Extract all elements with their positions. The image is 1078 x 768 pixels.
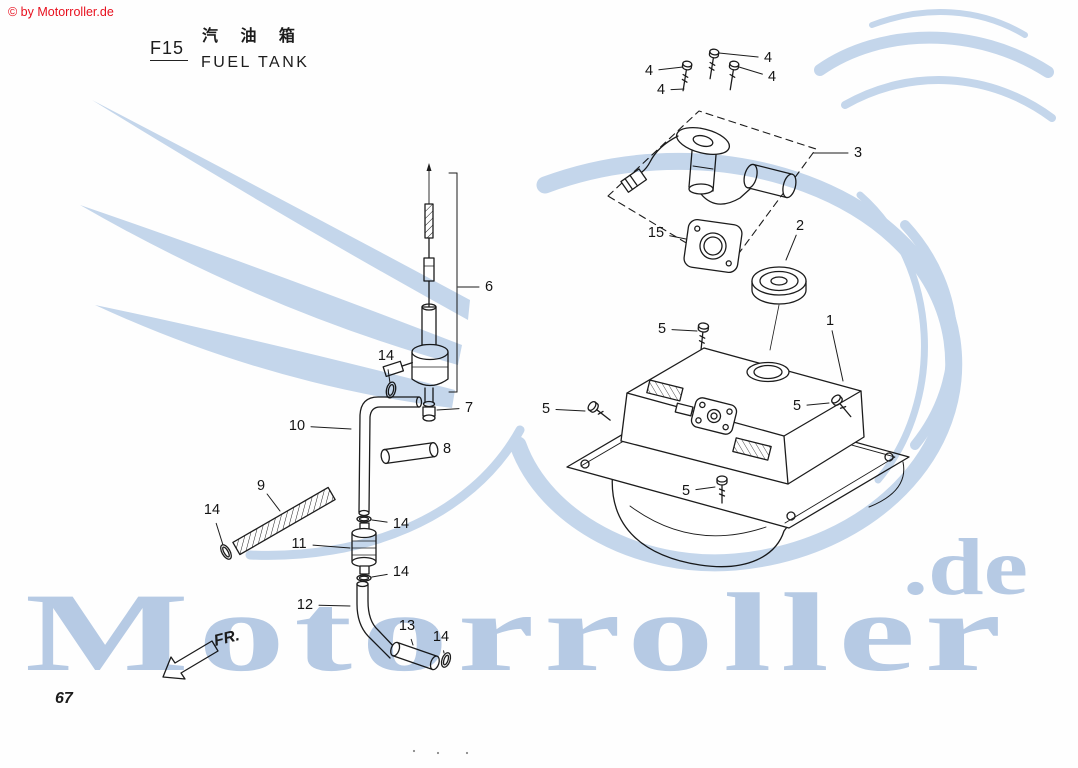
part-5-bolt-d	[716, 475, 728, 504]
leader-line-7	[436, 408, 460, 411]
part-4-screws	[681, 48, 740, 92]
part-14-clamp-b	[220, 544, 232, 560]
watermark-graphic	[80, 9, 1056, 572]
leader-line-4	[718, 52, 759, 58]
leader-line-15	[669, 235, 687, 240]
leader-line-5	[806, 402, 830, 406]
watermark-text: Motorroller	[25, 571, 1011, 695]
part-12-hose	[356, 580, 398, 659]
part-1-fuel-tank	[566, 347, 910, 568]
part-2-fuel-cap	[751, 266, 807, 351]
part-9-braided-hose	[232, 486, 336, 556]
part-8-tube	[380, 442, 439, 465]
leader-line-12	[318, 604, 351, 607]
part-10-hose	[358, 396, 423, 517]
part-3-fuel-sender	[620, 126, 797, 205]
leader-line-5	[695, 486, 716, 491]
scan-dots	[412, 749, 469, 755]
part-11-fuel-filter	[351, 522, 377, 575]
leader-line-9	[266, 493, 281, 512]
leader-line-10	[310, 426, 352, 430]
page-number: 67	[55, 690, 73, 707]
leader-line-4	[658, 66, 684, 71]
leader-line-5	[555, 409, 586, 412]
title-english: FUEL TANK	[201, 54, 310, 71]
leader-line-13	[410, 638, 414, 646]
leader-line-14	[371, 519, 388, 523]
leader-lines	[215, 52, 849, 654]
watermark-suffix-text: .de	[903, 524, 1028, 612]
leader-line-14	[371, 573, 388, 578]
leader-line-14	[215, 522, 224, 546]
leader-line-4	[670, 88, 685, 91]
part-15-gasket	[683, 218, 743, 274]
title-chinese: 汽 油 箱	[202, 28, 304, 45]
leader-line-5	[671, 329, 698, 332]
part-5-bolt-a	[697, 322, 710, 351]
part-13-tube	[390, 641, 440, 671]
leader-line-2	[785, 234, 797, 261]
sender-assembly-boundary	[607, 110, 817, 269]
copyright-text: © by Motorroller.de	[8, 5, 114, 19]
section-code: F15	[150, 38, 189, 61]
part-5-bolt-b	[587, 400, 611, 421]
part-14-clamp-c	[356, 515, 372, 523]
fr-arrow	[162, 640, 219, 680]
part-5-bolt-c	[831, 394, 852, 418]
part-7-fitting	[422, 406, 436, 422]
part-14-clamp-e	[440, 652, 452, 668]
leader-line-4	[738, 66, 763, 75]
leader-line-1	[831, 330, 844, 382]
